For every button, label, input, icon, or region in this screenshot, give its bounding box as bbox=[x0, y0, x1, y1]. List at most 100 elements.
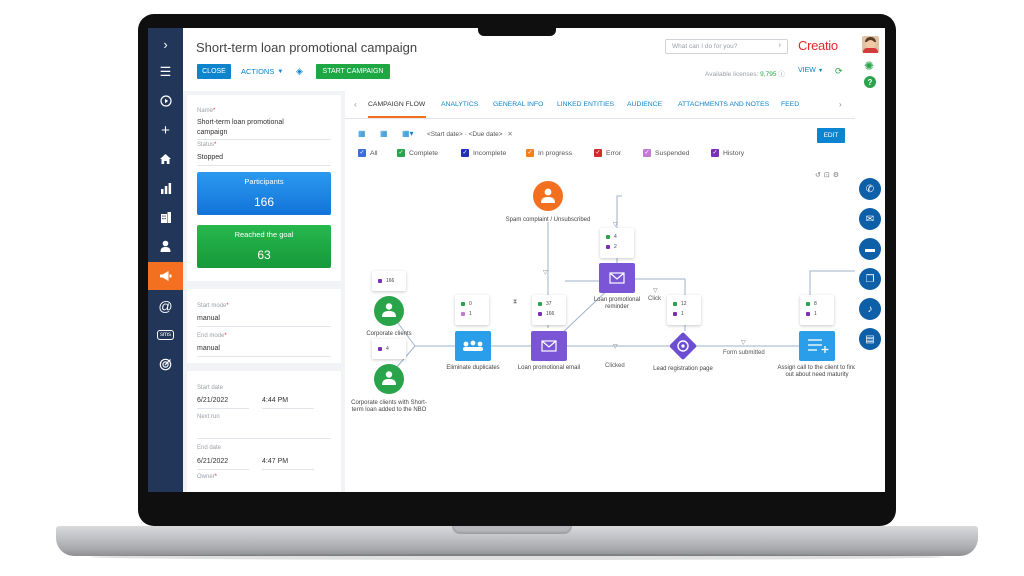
actions-button[interactable]: ACTIONS ▼ bbox=[241, 64, 283, 79]
calendar-dropdown-icon[interactable]: ▦▾ bbox=[402, 129, 414, 138]
checkbox[interactable]: ✓ bbox=[461, 149, 469, 157]
status-value[interactable]: Stopped bbox=[197, 154, 224, 161]
spam-node[interactable] bbox=[533, 181, 563, 211]
reminder-email-node[interactable] bbox=[599, 263, 635, 293]
phone-icon[interactable]: ✆ bbox=[859, 178, 881, 200]
email-history-count: 166 bbox=[546, 311, 555, 317]
end-date-value[interactable]: 6/21/2022 bbox=[197, 458, 229, 465]
edge-label-form-submitted: Form submitted bbox=[723, 350, 765, 356]
filter-label: All bbox=[370, 149, 378, 157]
filter-icon: ▽ bbox=[741, 340, 746, 346]
reached-goal-tile[interactable]: Reached the goal 63 bbox=[197, 225, 331, 268]
chat-icon[interactable]: ▬ bbox=[859, 238, 881, 260]
chevron-left-icon[interactable]: ‹ bbox=[354, 100, 357, 109]
avatar[interactable] bbox=[862, 36, 879, 53]
edit-button[interactable]: EDIT bbox=[817, 128, 845, 143]
available-licenses: Available licenses: 9,795 ⓘ bbox=[705, 68, 785, 78]
contacts-icon[interactable] bbox=[148, 232, 183, 260]
bell-icon[interactable]: ♪ bbox=[859, 298, 881, 320]
assign-complete-count: 8 bbox=[814, 301, 817, 307]
eliminate-complete-count: 0 bbox=[469, 301, 472, 307]
reached-goal-value: 63 bbox=[257, 248, 271, 262]
filter-all[interactable]: ✓ All bbox=[358, 149, 378, 157]
name-value-line-1[interactable]: Short-term loan promotional bbox=[197, 119, 284, 126]
divider bbox=[197, 469, 249, 470]
notes-icon[interactable]: ▤ bbox=[859, 328, 881, 350]
nbo-count-box: 4 bbox=[372, 339, 406, 359]
email-icon[interactable]: ✉ bbox=[859, 208, 881, 230]
chevron-right-icon[interactable]: › bbox=[839, 100, 842, 109]
start-mode-value[interactable]: manual bbox=[197, 315, 220, 322]
tab-feed[interactable]: FEED bbox=[781, 101, 800, 108]
sms-icon[interactable]: sms bbox=[148, 321, 183, 349]
tab-linked-entities[interactable]: LINKED ENTITIES bbox=[557, 101, 615, 108]
checkbox[interactable]: ✓ bbox=[526, 149, 534, 157]
accounts-icon[interactable] bbox=[148, 203, 183, 231]
zoom-icon[interactable]: ⊡ bbox=[823, 172, 833, 179]
checkbox[interactable]: ✓ bbox=[643, 149, 651, 157]
gear-icon[interactable]: ✺ bbox=[864, 59, 875, 73]
chevron-right-icon[interactable]: › bbox=[163, 36, 168, 52]
due-date-filter[interactable]: <Due date> bbox=[468, 131, 503, 138]
filter-incomplete[interactable]: ✓Incomplete bbox=[461, 149, 506, 157]
filter-label: History bbox=[723, 149, 745, 157]
start-campaign-button[interactable]: START CAMPAIGN bbox=[316, 64, 390, 79]
checkbox[interactable]: ✓ bbox=[594, 149, 602, 157]
loan-email-node[interactable] bbox=[531, 331, 567, 361]
edge-label-click: Click bbox=[648, 296, 661, 302]
feed-icon[interactable]: ❐ bbox=[859, 268, 881, 290]
plus-icon[interactable]: + bbox=[161, 121, 170, 139]
assign-count-box: 8 1 bbox=[800, 295, 834, 325]
filter-label: Suspended bbox=[655, 149, 690, 157]
filter-in-progress[interactable]: ✓In progress bbox=[526, 149, 572, 157]
assign-call-node[interactable] bbox=[799, 331, 835, 361]
help-icon[interactable]: ? bbox=[864, 76, 876, 88]
main-area: ‹ CAMPAIGN FLOW ANALYTICS GENERAL INFO L… bbox=[345, 91, 857, 492]
participants-tile[interactable]: Participants 166 bbox=[197, 172, 331, 215]
filter-error[interactable]: ✓ Error bbox=[594, 149, 621, 157]
tab-audience[interactable]: AUDIENCE bbox=[627, 101, 663, 108]
filter-label: Error bbox=[606, 149, 622, 157]
tab-attachments-and-notes[interactable]: ATTACHMENTS AND NOTES bbox=[678, 101, 770, 108]
home-icon[interactable] bbox=[148, 145, 183, 173]
target-icon[interactable] bbox=[148, 350, 183, 378]
undo-icon[interactable]: ↺ bbox=[815, 172, 824, 179]
eliminate-duplicates-node[interactable] bbox=[455, 331, 491, 361]
tag-icon[interactable]: ◈ bbox=[296, 66, 303, 76]
filter-history[interactable]: ✓ History bbox=[711, 149, 744, 157]
start-time-value[interactable]: 4:44 PM bbox=[262, 397, 289, 404]
corporate-nbo-label: Corporate clients with Short-term loan a… bbox=[351, 400, 427, 413]
end-mode-value[interactable]: manual bbox=[197, 345, 220, 352]
email-icon[interactable]: @ bbox=[158, 298, 173, 314]
tab-general-info[interactable]: GENERAL INFO bbox=[493, 101, 544, 108]
refresh-icon[interactable]: ⟳ bbox=[835, 66, 843, 76]
divider bbox=[197, 438, 331, 439]
tab-campaign-flow[interactable]: CAMPAIGN FLOW bbox=[368, 101, 426, 108]
calendar-icon[interactable]: ▦ bbox=[380, 129, 388, 138]
tab-analytics[interactable]: ANALYTICS bbox=[441, 101, 479, 108]
command-search-input[interactable]: What can I do for you? › bbox=[665, 39, 788, 54]
name-value-line-2[interactable]: campaign bbox=[197, 129, 228, 136]
info-icon: ⓘ bbox=[778, 71, 785, 78]
start-date-value[interactable]: 6/21/2022 bbox=[197, 397, 229, 404]
close-button[interactable]: CLOSE bbox=[197, 64, 231, 79]
lead-page-label: Lead registration page bbox=[653, 366, 713, 372]
date-range-filter[interactable]: <Start date> - <Due date> ✕ bbox=[427, 131, 513, 138]
end-time-value[interactable]: 4:47 PM bbox=[262, 458, 289, 465]
filter-complete[interactable]: ✓Complete bbox=[397, 149, 438, 157]
play-icon[interactable] bbox=[148, 87, 183, 115]
start-date-filter[interactable]: <Start date> bbox=[427, 131, 463, 138]
view-button[interactable]: VIEW ▼ bbox=[798, 67, 823, 74]
name-label: Name* bbox=[197, 108, 216, 114]
checkbox[interactable]: ✓ bbox=[711, 149, 719, 157]
checkbox[interactable]: ✓ bbox=[397, 149, 405, 157]
licenses-value: 9,795 bbox=[760, 71, 777, 78]
campaigns-icon[interactable] bbox=[148, 262, 183, 290]
filter-suspended[interactable]: ✓ Suspended bbox=[643, 149, 689, 157]
settings-icon[interactable]: ⚙ bbox=[832, 172, 843, 179]
clear-icon[interactable]: ✕ bbox=[507, 131, 513, 138]
menu-icon[interactable]: ☰ bbox=[159, 64, 172, 79]
checkbox[interactable]: ✓ bbox=[358, 149, 366, 157]
calendar-icon[interactable]: ▦ bbox=[358, 129, 366, 138]
dashboard-icon[interactable] bbox=[148, 174, 183, 202]
